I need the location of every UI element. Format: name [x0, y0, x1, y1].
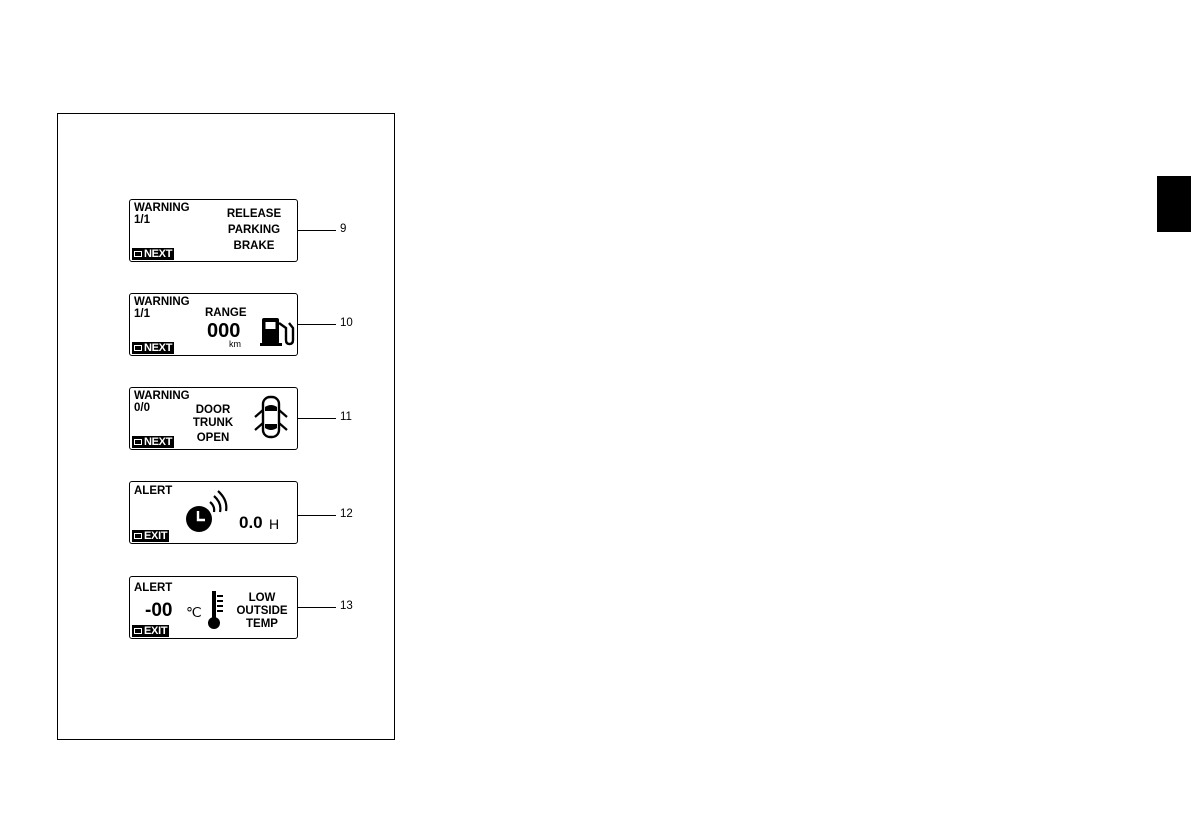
temperature-value: -00 [145, 600, 173, 621]
callout-leader [298, 515, 336, 517]
message-line: BRAKE [233, 240, 275, 252]
range-value: 000 [207, 320, 241, 342]
display-key-icon [134, 251, 142, 257]
callout-leader [298, 607, 336, 609]
callout-number: 10 [340, 317, 353, 329]
message-line: PARKING [227, 224, 281, 236]
callout-number: 11 [340, 411, 352, 423]
exit-key: EXIT [132, 530, 170, 542]
clock-alarm-icon [186, 490, 228, 532]
key-label: NEXT [144, 248, 173, 260]
thermometer-icon [208, 591, 223, 629]
message-line: LOW [248, 592, 276, 604]
display-header: ALERT [134, 485, 173, 497]
section-tab [1157, 176, 1191, 232]
next-key: NEXT [132, 342, 175, 354]
display-key-icon [134, 439, 142, 445]
callout-leader [298, 230, 336, 232]
key-label: NEXT [144, 342, 173, 354]
car-doors-open-icon [254, 395, 288, 439]
timer-value: 0.0 [239, 513, 263, 532]
message-line: TEMP [246, 618, 278, 630]
next-key: NEXT [132, 436, 175, 448]
range-label: RANGE [205, 307, 247, 319]
next-key: NEXT [132, 248, 175, 260]
figure-frame [57, 113, 395, 740]
display-header: ALERT [134, 582, 173, 594]
timer-unit: H [269, 516, 280, 532]
display-header: WARNING [134, 390, 190, 402]
display-count: 1/1 [134, 308, 150, 320]
message-line: OPEN [196, 432, 230, 444]
callout-number: 9 [340, 223, 347, 235]
display-key-icon [134, 533, 142, 539]
message-line: DOOR [195, 404, 231, 416]
display-key-icon [134, 628, 142, 634]
range-unit: km [229, 339, 241, 349]
callout-number: 13 [340, 600, 353, 612]
callout-leader [298, 418, 336, 420]
message-line: OUTSIDE [236, 605, 288, 617]
temperature-unit: ℃ [186, 604, 202, 620]
key-label: EXIT [144, 530, 168, 542]
message-line: TRUNK [192, 417, 234, 429]
display-key-icon [134, 345, 142, 351]
display-door-trunk-open: WARNING 0/0 DOOR TRUNK OPEN NEXT [129, 387, 298, 450]
display-release-parking-brake: WARNING 1/1 RELEASE PARKING BRAKE NEXT [129, 199, 298, 262]
display-count: 0/0 [134, 402, 150, 414]
display-fuel-range: WARNING 1/1 RANGE 000 km NEXT [129, 293, 298, 356]
callout-leader [298, 324, 336, 326]
display-header: WARNING [134, 202, 190, 214]
message-line: RELEASE [226, 208, 282, 220]
key-label: NEXT [144, 436, 173, 448]
display-low-outside-temp: ALERT -00 ℃ LOW OUTSIDE TEMP EXIT [129, 576, 298, 639]
key-label: EXIT [144, 625, 168, 637]
display-count: 1/1 [134, 214, 150, 226]
callout-number: 12 [340, 508, 353, 520]
display-header: WARNING [134, 296, 190, 308]
display-timer-alert: ALERT 0.0 H EXIT [129, 481, 298, 544]
exit-key: EXIT [132, 625, 170, 637]
fuel-pump-icon [260, 318, 295, 346]
